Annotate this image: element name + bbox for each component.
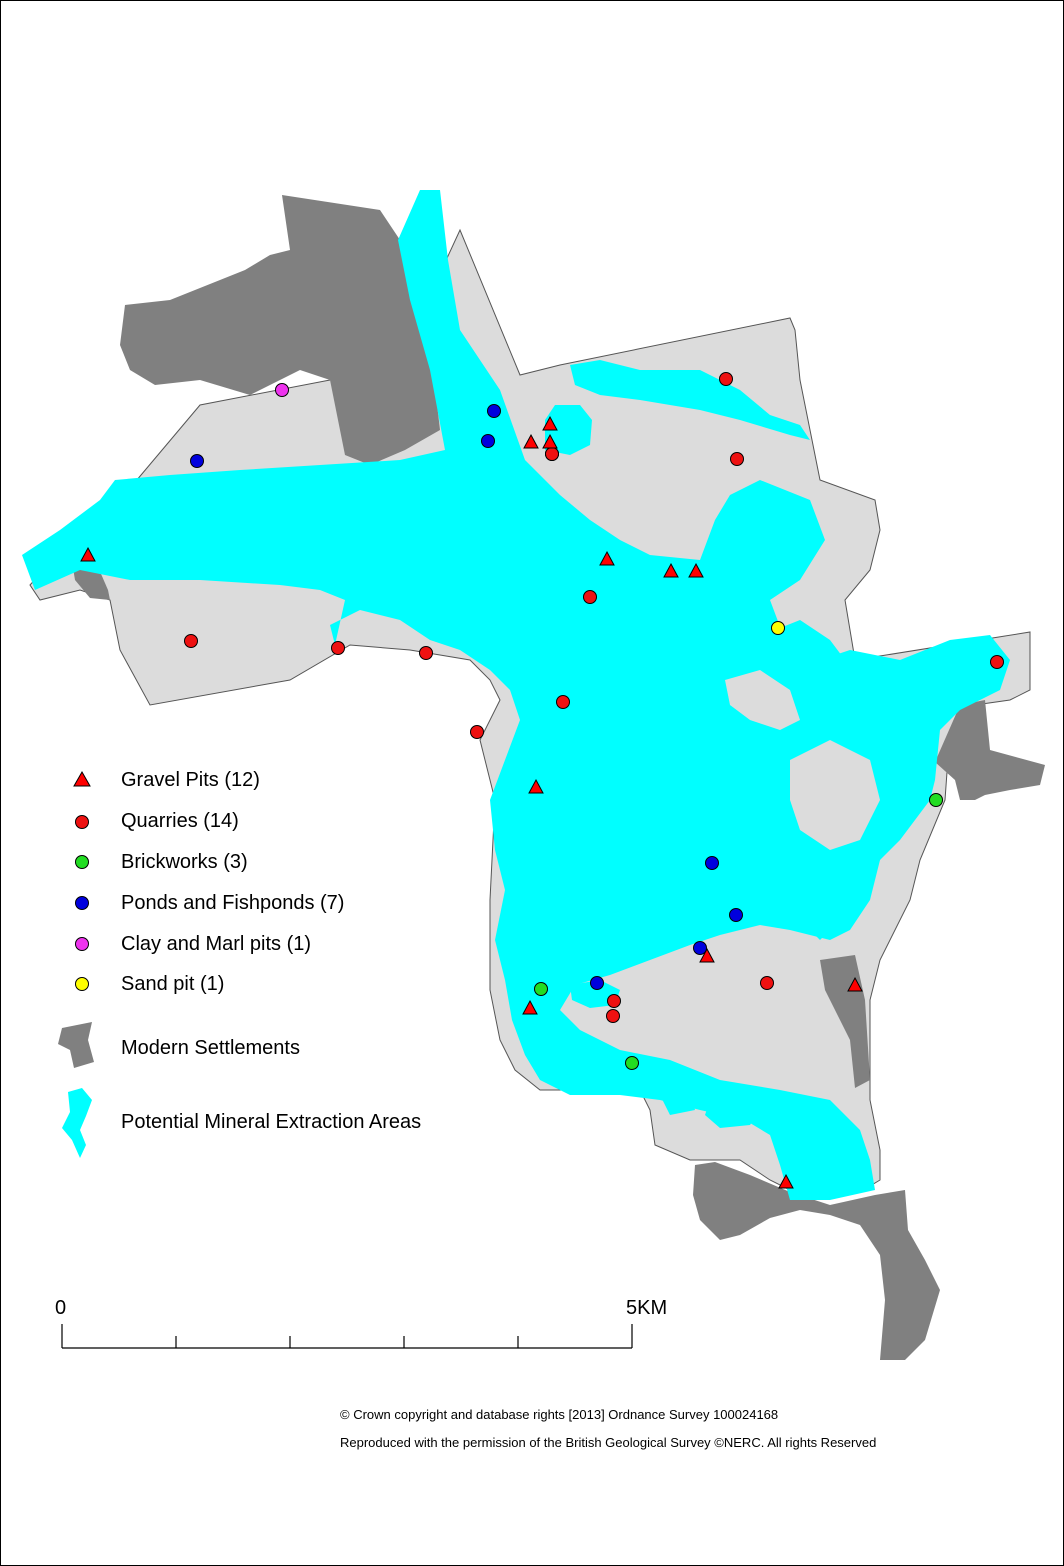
mineral-area-north-blob: [545, 405, 592, 455]
brick-site-marker: [625, 1056, 639, 1070]
island-southeast: [790, 740, 880, 850]
gravel-pit-site-marker: [542, 433, 558, 449]
mineral-area-southeast-blob: [705, 1095, 760, 1128]
legend-clay-marl-label: Clay and Marl pits (1): [121, 933, 311, 955]
credit-line-bgs: Reproduced with the permission of the Br…: [340, 1435, 876, 1450]
legend-mineral-label: Potential Mineral Extraction Areas: [121, 1111, 421, 1133]
pond-site-marker: [487, 404, 501, 418]
gravel-pit-site-marker: [778, 1173, 794, 1189]
gravel-pit-site-marker: [847, 976, 863, 992]
mineral-area-centre-arm: [540, 560, 620, 630]
quarry-site-marker: [184, 634, 198, 648]
brick-site-marker: [534, 982, 548, 996]
settlement-east: [935, 700, 1045, 800]
pond-site-marker: [590, 976, 604, 990]
quarry-site-marker: [760, 976, 774, 990]
legend-sand-pit-symbol: [75, 977, 89, 991]
gravel-pit-site-marker: [522, 999, 538, 1015]
legend-gravel-pit-symbol: [73, 770, 91, 787]
site-markers: [80, 372, 1004, 1189]
quarry-site-marker: [719, 372, 733, 386]
legend-sand-pit-label: Sand pit (1): [121, 973, 224, 995]
legend-gravel-pits-label: Gravel Pits (12): [121, 769, 260, 791]
legend-brickworks-symbol: [75, 855, 89, 869]
gravel-pit-site-marker: [663, 562, 679, 578]
pond-site-marker: [729, 908, 743, 922]
quarry-site-marker: [556, 695, 570, 709]
quarry-site-marker: [583, 590, 597, 604]
river-islands: [725, 670, 880, 850]
gravel-pit-site-marker: [80, 546, 96, 562]
legend-settlement-symbol: [58, 1022, 94, 1068]
legend: Gravel Pits (12) Quarries (14) Brickwork…: [58, 769, 421, 1158]
gravel-pit-site-marker: [528, 778, 544, 794]
settlement-south: [693, 1162, 940, 1360]
gravel-pit-site-marker: [599, 550, 615, 566]
quarry-site-marker: [331, 641, 345, 655]
island-east: [725, 670, 800, 730]
pond-site-marker: [481, 434, 495, 448]
legend-mineral-symbol: [62, 1088, 92, 1158]
sand-site-marker: [771, 621, 785, 635]
brick-site-marker: [929, 793, 943, 807]
scale-end-label: 5KM: [626, 1297, 667, 1319]
mineral-area-north-creek: [570, 360, 810, 440]
mineral-area-southwest-patch: [660, 1093, 695, 1115]
quarry-site-marker: [419, 646, 433, 660]
legend-quarries-label: Quarries (14): [121, 810, 239, 832]
scale-bar: 0 5KM: [55, 1297, 667, 1349]
gravel-pit-site-marker: [699, 947, 715, 963]
quarry-site-marker: [607, 994, 621, 1008]
gravel-pit-site-marker: [523, 433, 539, 449]
mineral-area-main-river: [22, 190, 1010, 1200]
quarry-site-marker: [606, 1009, 620, 1023]
gravel-pit-site-marker: [542, 415, 558, 431]
legend-settlements-label: Modern Settlements: [121, 1037, 300, 1059]
gravel-pit-site-marker: [688, 562, 704, 578]
clay-site-marker: [275, 383, 289, 397]
pond-site-marker: [705, 856, 719, 870]
credit-line-os: © Crown copyright and database rights [2…: [340, 1407, 778, 1422]
legend-ponds-symbol: [75, 896, 89, 910]
legend-quarry-symbol: [75, 815, 89, 829]
quarry-site-marker: [990, 655, 1004, 669]
quarry-site-marker: [470, 725, 484, 739]
pond-site-marker: [693, 941, 707, 955]
scale-start-label: 0: [55, 1297, 66, 1319]
quarry-site-marker: [545, 447, 559, 461]
quarry-site-marker: [730, 452, 744, 466]
legend-clay-marl-symbol: [75, 937, 89, 951]
pond-site-marker: [190, 454, 204, 468]
legend-ponds-label: Ponds and Fishponds (7): [121, 892, 344, 914]
settlement-north: [120, 195, 440, 465]
legend-brickworks-label: Brickworks (3): [121, 851, 248, 873]
